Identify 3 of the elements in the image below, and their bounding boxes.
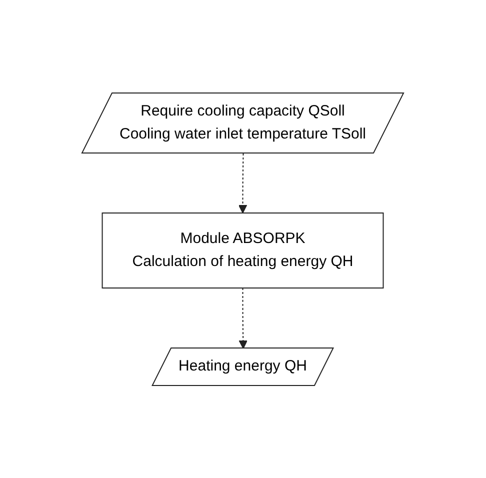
arrow bbox=[238, 152, 248, 214]
arrow bbox=[238, 287, 248, 349]
node-box: Module ABSORPK Calculation of heating energy QH bbox=[102, 212, 384, 288]
